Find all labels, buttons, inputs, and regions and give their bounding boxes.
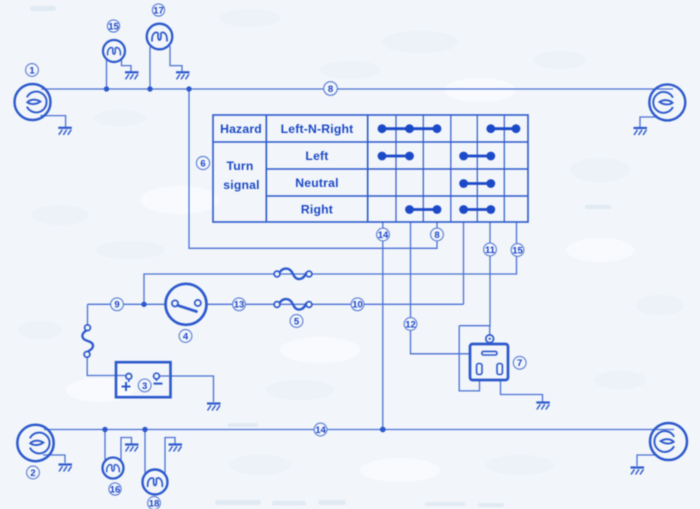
- svg-text:17: 17: [153, 5, 164, 16]
- svg-text:Turn: Turn: [227, 159, 254, 173]
- svg-text:Hazard: Hazard: [220, 122, 262, 136]
- svg-text:8: 8: [434, 230, 439, 241]
- svg-text:14: 14: [378, 230, 389, 241]
- svg-text:11: 11: [485, 245, 496, 256]
- svg-text:4: 4: [183, 331, 189, 342]
- svg-text:Right: Right: [301, 203, 333, 217]
- svg-text:3: 3: [142, 381, 147, 392]
- svg-text:1: 1: [29, 65, 35, 76]
- svg-text:18: 18: [149, 498, 160, 509]
- svg-text:signal: signal: [223, 178, 259, 192]
- svg-text:13: 13: [234, 300, 245, 311]
- svg-text:Left-N-Right: Left-N-Right: [281, 122, 354, 136]
- svg-text:12: 12: [405, 319, 416, 330]
- svg-text:2: 2: [30, 468, 35, 479]
- svg-text:5: 5: [294, 316, 300, 327]
- svg-text:Left: Left: [305, 149, 328, 163]
- svg-text:10: 10: [352, 300, 363, 311]
- svg-text:15: 15: [512, 245, 523, 256]
- svg-text:16: 16: [110, 484, 121, 495]
- svg-text:9: 9: [114, 300, 119, 311]
- svg-text:7: 7: [517, 358, 522, 369]
- svg-text:Neutral: Neutral: [295, 176, 338, 190]
- svg-text:14: 14: [315, 425, 326, 436]
- svg-text:15: 15: [108, 21, 119, 32]
- svg-text:6: 6: [200, 158, 205, 169]
- svg-text:8: 8: [328, 84, 333, 95]
